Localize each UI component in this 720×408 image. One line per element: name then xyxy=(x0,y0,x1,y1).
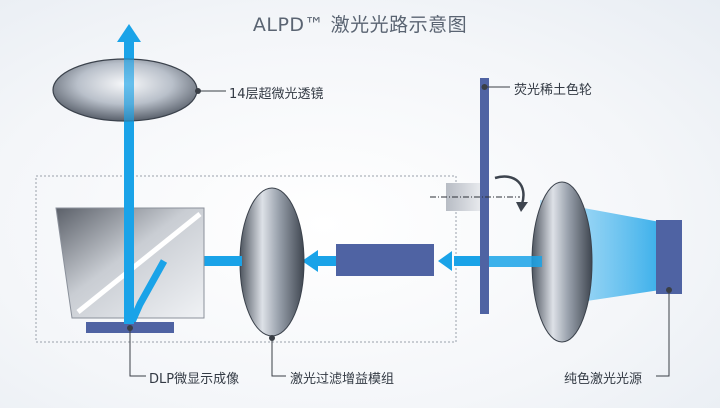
laser-source xyxy=(656,220,682,294)
label-filter-module: 激光过滤增益模组 xyxy=(290,372,395,387)
beam-segment-3 xyxy=(178,256,242,266)
beam-output xyxy=(124,40,134,324)
beam-through-lens xyxy=(124,58,134,122)
label-phosphor-wheel: 荧光稀土色轮 xyxy=(514,83,593,98)
beam-arrow-1 xyxy=(438,251,452,271)
label-lens14: 14层超微光透镜 xyxy=(229,87,324,102)
label-dlp: DLP微显示成像 xyxy=(149,372,240,387)
filter-module xyxy=(336,244,434,276)
phosphor-wheel xyxy=(480,78,489,314)
curved-arrow-head xyxy=(516,202,528,212)
diagram-title: ALPD™ 激光光路示意图 xyxy=(252,14,468,36)
leader-source xyxy=(656,290,670,377)
beam-output-arrow xyxy=(117,24,141,42)
beam-arrow-2 xyxy=(302,250,318,272)
leader-dlp xyxy=(129,328,146,377)
beam-wheel xyxy=(484,256,542,267)
relay-lens xyxy=(239,187,305,337)
module-frame xyxy=(35,175,457,343)
beam-prism-down xyxy=(128,259,168,324)
curved-arrow-icon xyxy=(494,175,525,205)
beam-segment-1 xyxy=(454,256,480,266)
leader-filter xyxy=(271,338,286,377)
label-laser-source: 纯色激光光源 xyxy=(564,372,643,387)
beam-segment-2 xyxy=(316,256,336,266)
prism-split-line xyxy=(76,212,202,314)
